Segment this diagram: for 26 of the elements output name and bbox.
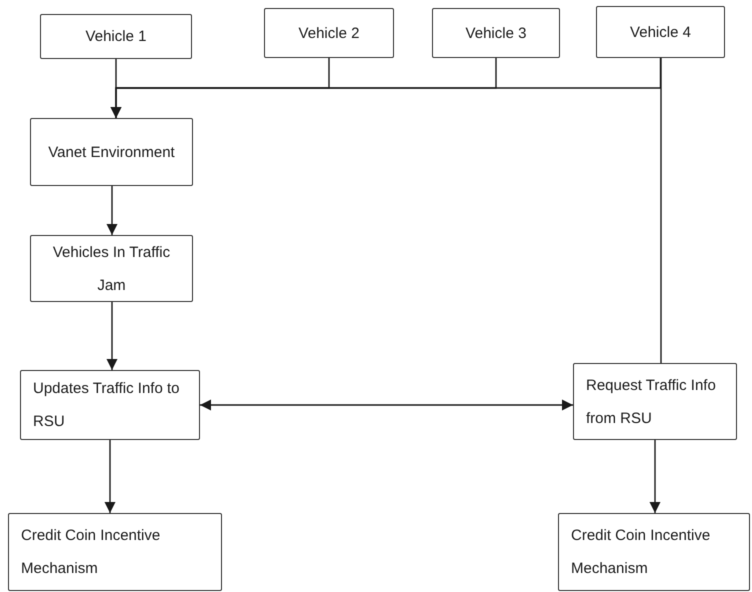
box-label: Vehicle 3 [466,24,526,44]
box-label: Vehicle 1 [86,27,146,47]
process-box [573,363,737,440]
arrow [104,440,116,513]
process-box [8,513,222,591]
process-box [558,513,750,591]
box-label: Request Traffic Info from RSU [586,376,717,428]
box-label: Updates Traffic Info to RSU [33,379,180,432]
process-box [596,6,725,58]
box-label: Vehicle 4 [630,22,691,42]
box-label: Credit Coin Incentive Mechanism [21,526,162,579]
arrow [200,399,573,411]
arrow [106,302,118,370]
box-label: Vehicle 2 [298,24,360,44]
arrow [106,186,118,235]
process-box [30,118,193,186]
process-box [30,235,193,302]
box-label: Vanet Environment [48,142,175,162]
process-box [264,8,394,58]
box-label: Credit Coin Incentive Mechanism [571,526,712,579]
process-box [432,8,560,58]
arrow [110,58,662,118]
arrow [649,440,661,513]
process-box [20,370,200,440]
box-label: Vehicles In Traffic Jam [52,242,172,296]
process-box [40,14,192,59]
